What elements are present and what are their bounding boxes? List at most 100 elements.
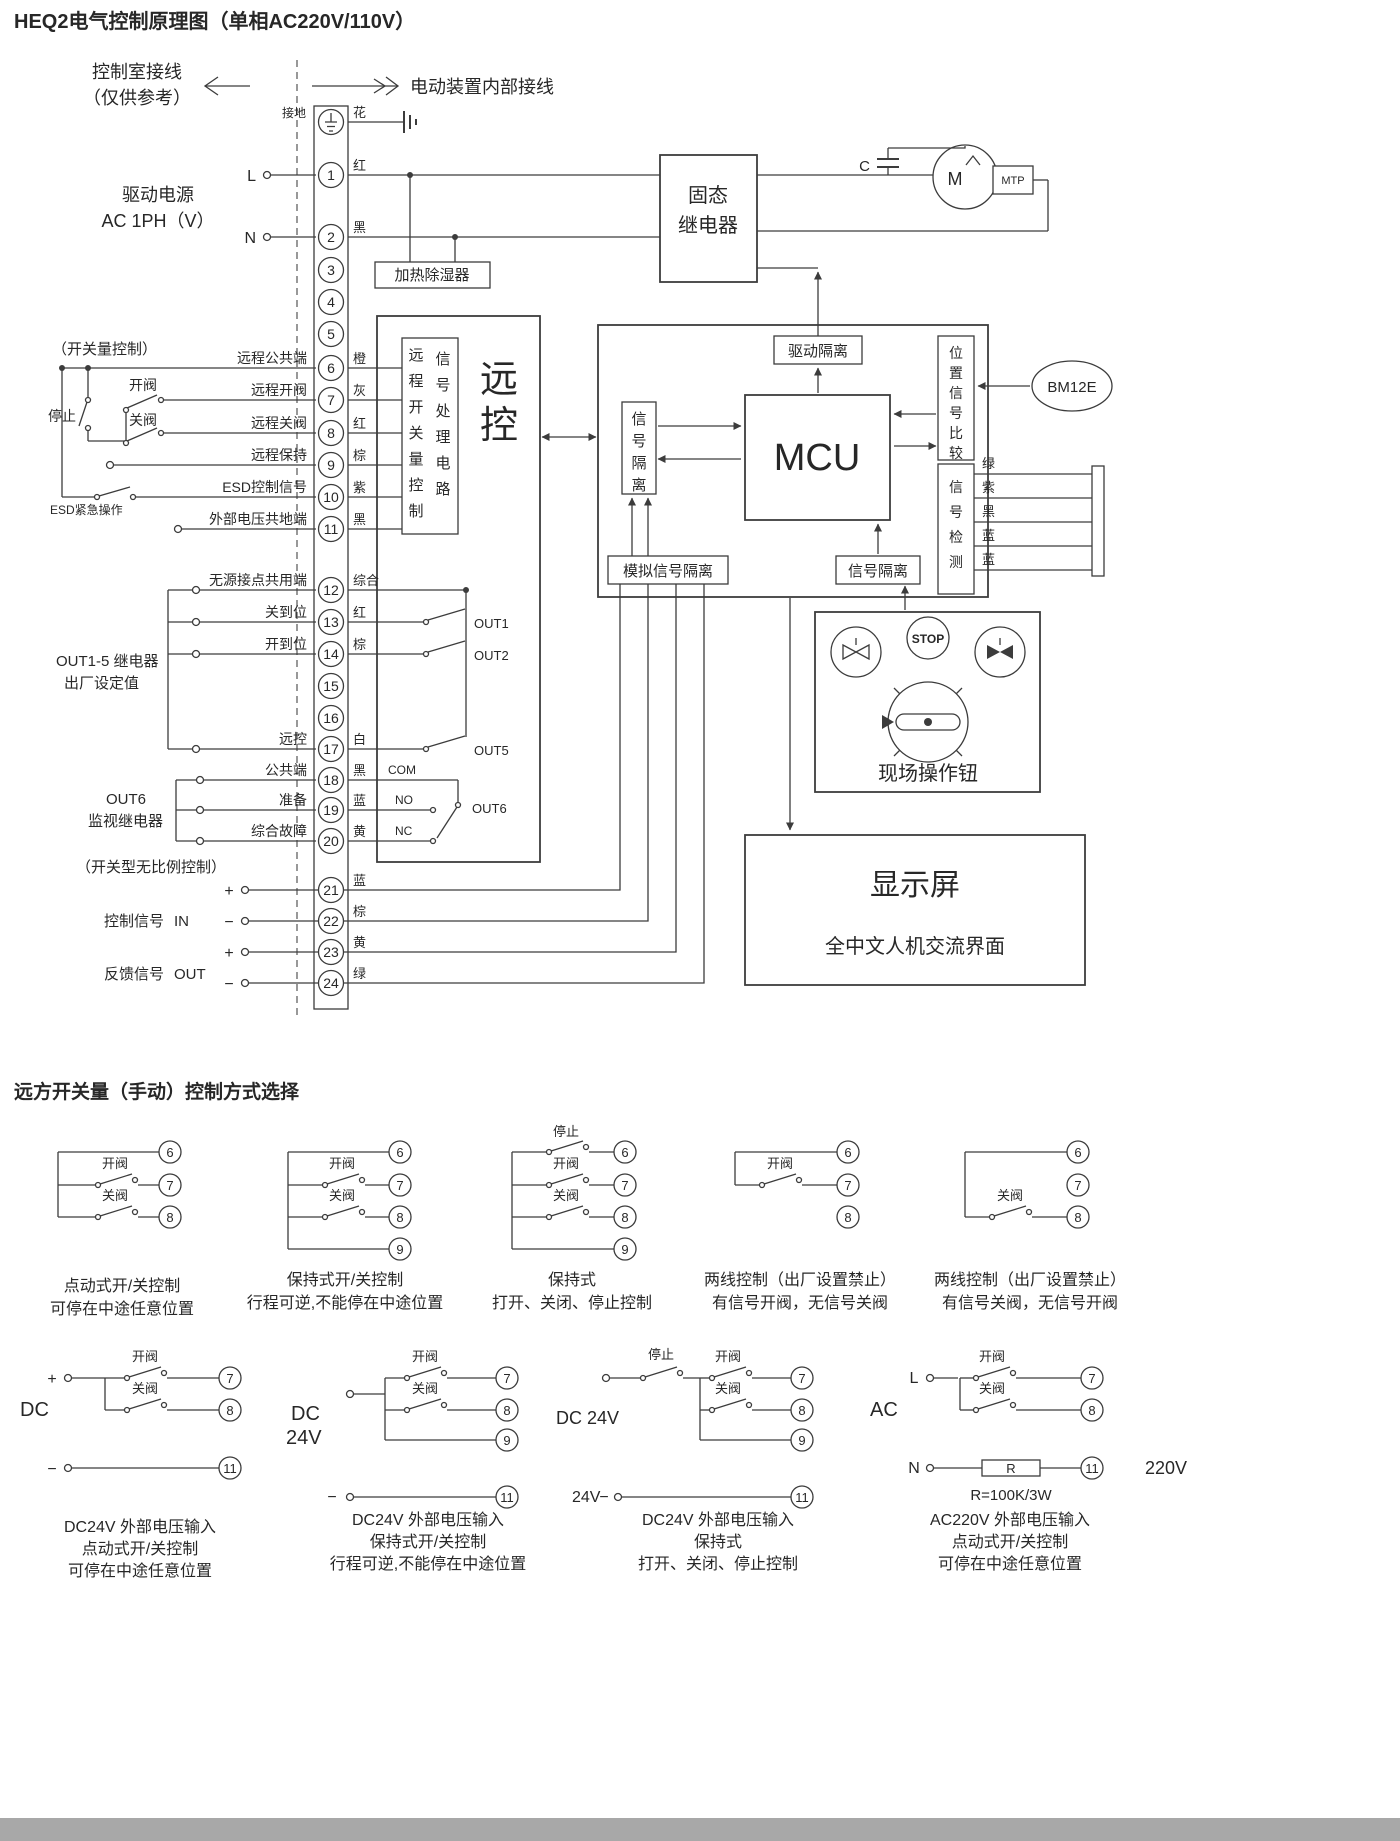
motor-coil-icon (965, 154, 981, 166)
wire-color: 黑 (353, 763, 366, 778)
feedback-signal-label: 反馈信号 (104, 966, 164, 983)
d6-open: 开阀 (132, 1349, 158, 1364)
terminal-label: 远程保持 (251, 447, 307, 463)
d7-t9: 9 (503, 1433, 510, 1448)
close-valve-label: 关阀 (129, 412, 157, 428)
d4-t6: 6 (844, 1145, 851, 1160)
signal-detect-label: 信号检测 (949, 479, 963, 570)
detect-wire-color: 绿 (982, 456, 995, 471)
d6-caption1: DC24V 外部电压输入 (64, 1518, 216, 1536)
wire-color: 绿 (353, 966, 366, 981)
d9-n: N (908, 1460, 920, 1477)
terminal-label: 远程公共端 (237, 350, 307, 366)
d6-t8: 8 (226, 1403, 233, 1418)
d6-minus: − (47, 1461, 56, 1478)
terminal-number: 13 (323, 614, 339, 630)
wire-color: 蓝 (353, 793, 366, 808)
terminal-number: 17 (323, 741, 339, 757)
ground-label: 接地 (282, 105, 306, 120)
d4-caption2: 有信号开阀，无信号关阀 (712, 1294, 888, 1312)
d7-source: DC (291, 1403, 320, 1425)
display-box (744, 834, 1086, 986)
d8-open: 开阀 (715, 1349, 741, 1364)
d1-open: 开阀 (102, 1156, 128, 1171)
analog-isolation-label: 模拟信号隔离 (623, 563, 713, 580)
nc-label: NC (395, 824, 413, 838)
detect-wire-color: 紫 (982, 480, 995, 495)
d8-caption3: 打开、关闭、停止控制 (638, 1555, 798, 1573)
esd-label: ESD紧急操作 (50, 502, 123, 517)
out-label: OUT (174, 966, 206, 983)
terminal-label: 远程关阀 (251, 415, 307, 431)
arrow-right-icon (385, 76, 400, 96)
d5-t8: 8 (1074, 1210, 1081, 1225)
mcu-box (744, 394, 891, 521)
terminal-number: 9 (327, 457, 335, 473)
d8-24v: 24V (572, 1489, 601, 1506)
d7-t11: 11 (500, 1490, 514, 1505)
d1-t6: 6 (166, 1145, 173, 1160)
d6-t7: 7 (226, 1371, 233, 1386)
d9-source: AC (870, 1399, 898, 1421)
heater-box (374, 261, 491, 289)
d7-t7: 7 (503, 1371, 510, 1386)
boxes-layer (313, 105, 1113, 1477)
d4-open: 开阀 (767, 1156, 793, 1171)
out1-label: OUT1 (474, 616, 509, 631)
d3-stop: 停止 (553, 1124, 579, 1139)
d9-t11: 11 (1085, 1461, 1099, 1476)
d9-caption2: 点动式开/关控制 (952, 1533, 1068, 1551)
remote-box-col-right: 信号处理电路 (435, 351, 450, 498)
d3-t7: 7 (621, 1178, 628, 1193)
terminal-number: 12 (323, 582, 339, 598)
terminal-number: 8 (327, 425, 335, 441)
ssr-label: 固态 (688, 184, 728, 207)
terminal-label: ESD控制信号 (222, 479, 307, 495)
terminal-label: 外部电压共地端 (209, 511, 307, 527)
d3-open: 开阀 (553, 1156, 579, 1171)
signal-isolation-left-label: 信号隔离 (631, 411, 646, 494)
terminal-number: 15 (323, 678, 339, 694)
terminal-number: 24 (323, 975, 339, 991)
d7-caption1: DC24V 外部电压输入 (352, 1511, 504, 1529)
nodes-layer (59, 108, 1104, 1509)
d7-open: 开阀 (412, 1349, 438, 1364)
terminal-number: 10 (323, 489, 339, 505)
terminal-strip-body (313, 105, 349, 1010)
out6-label: OUT6 (106, 791, 146, 808)
d2-t6: 6 (396, 1145, 403, 1160)
d7-caption2: 保持式开/关控制 (370, 1533, 486, 1551)
wire-color: 黑 (353, 220, 366, 235)
wire-color: 灰 (353, 383, 366, 398)
plus-sign: + (224, 945, 233, 962)
d3-close: 关阀 (553, 1188, 579, 1203)
terminal-number: 18 (323, 772, 339, 788)
line-n-label: N (244, 230, 256, 247)
d1-caption2: 可停在中途任意位置 (50, 1299, 194, 1318)
d9-close: 关阀 (979, 1381, 1005, 1396)
terminal-label: 综合故障 (251, 823, 307, 839)
d9-open: 开阀 (979, 1349, 1005, 1364)
control-signal-label: 控制信号 (104, 913, 164, 930)
terminal-label: 远控 (279, 731, 307, 747)
d5-caption1: 两线控制（出厂设置禁止） (934, 1271, 1126, 1289)
no-label: NO (395, 793, 413, 807)
mcu-label: MCU (774, 437, 861, 479)
terminal-number: 14 (323, 646, 339, 662)
d9-caption1: AC220V 外部电压输入 (930, 1511, 1090, 1529)
drive-isolation-box (773, 335, 863, 365)
d7-minus: − (327, 1489, 336, 1506)
wire-color: 棕 (353, 904, 366, 919)
detect-wire-color: 蓝 (982, 552, 995, 567)
ground-wire-color: 花 (353, 105, 366, 120)
switch-control-note: （开关量控制） (52, 341, 157, 358)
d6-caption2: 点动式开/关控制 (82, 1540, 198, 1558)
sensor-connector (1091, 465, 1105, 577)
d4-t8: 8 (844, 1210, 851, 1225)
d8-caption2: 保持式 (694, 1533, 742, 1551)
mtp-box (992, 165, 1034, 195)
out5-label: OUT5 (474, 743, 509, 758)
d9-caption3: 可停在中途任意位置 (938, 1554, 1082, 1573)
minus-sign: − (224, 976, 233, 993)
